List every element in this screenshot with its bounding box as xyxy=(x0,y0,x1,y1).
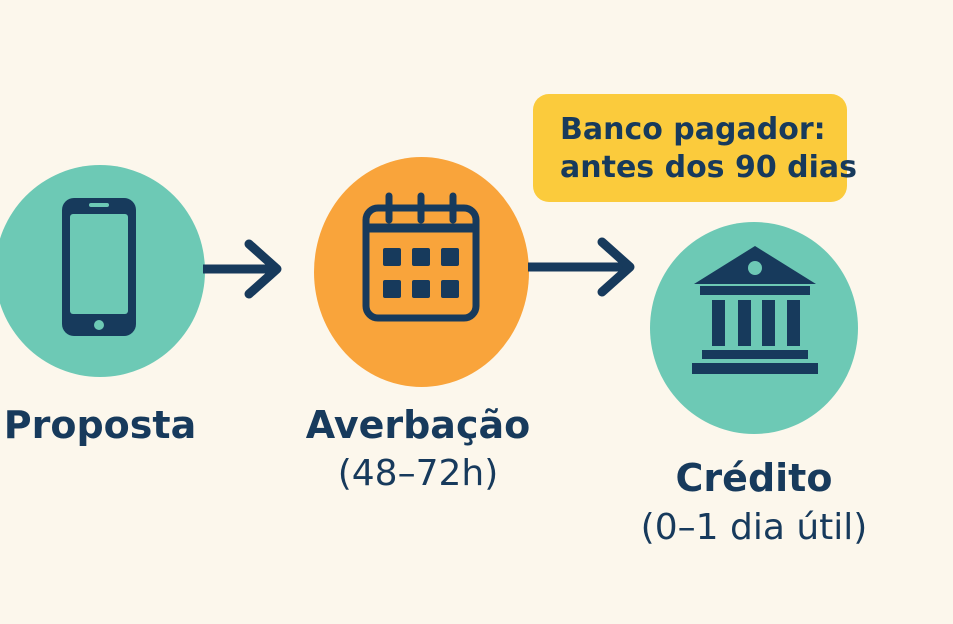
step-duration-credito: (0–1 dia útil) xyxy=(640,507,868,548)
calendar-icon xyxy=(362,192,480,322)
step-label-averbacao: Averbação xyxy=(305,403,531,447)
step-label-proposta: Proposta xyxy=(3,403,197,447)
step-label-credito: Crédito xyxy=(675,456,833,500)
step-duration-averbacao: (48–72h) xyxy=(337,453,499,494)
arrow-right-icon xyxy=(528,237,635,297)
arrow-right-icon xyxy=(203,239,282,299)
note-box: Banco pagador: antes dos 90 dias xyxy=(533,94,858,202)
note-line-1: Banco pagador: xyxy=(560,112,826,147)
bank-icon xyxy=(692,246,818,374)
smartphone-icon xyxy=(62,198,136,336)
note-line-2: antes dos 90 dias xyxy=(560,150,858,185)
